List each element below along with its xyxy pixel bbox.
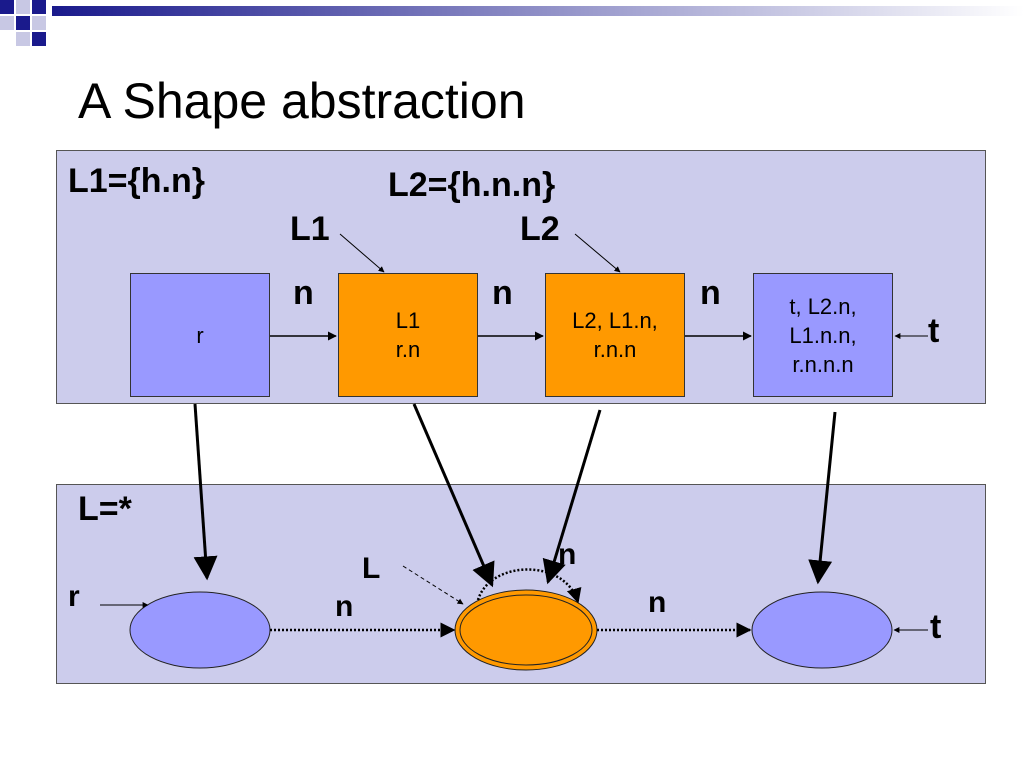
node-line: r.n.n.n <box>792 351 854 377</box>
pointer-label-l: L <box>362 552 381 585</box>
node-line: L1 <box>395 308 421 333</box>
pointer-label-l1: L1 <box>290 210 330 248</box>
map-r <box>193 403 218 581</box>
map-t <box>808 411 837 585</box>
pointer-l2 <box>574 233 621 273</box>
header-bar <box>0 0 1024 46</box>
abstract-node-summary-outline <box>459 594 593 666</box>
abstract-node-t <box>751 591 893 669</box>
page-title: A Shape abstraction <box>78 73 526 129</box>
node-line: L2, L1.n, <box>572 308 658 333</box>
heap-node-r: r <box>130 273 270 397</box>
tail-label-t-abstract: t <box>930 608 942 646</box>
abs-pointer-l <box>402 565 464 605</box>
header-squares-icon <box>0 0 46 46</box>
map-l2 <box>542 409 602 585</box>
edge-label-n-a: n <box>335 590 354 623</box>
abstract-node-summary <box>454 589 598 671</box>
edge-label-n-2: n <box>492 274 513 312</box>
tail-label-t: t <box>928 312 940 350</box>
node-line: r.n.n <box>593 337 637 362</box>
root-label-r: r <box>68 580 80 613</box>
heap-node-l2: L2, L1.n, r.n.n <box>545 273 685 397</box>
map-l1 <box>412 403 495 588</box>
abstract-node-r <box>129 591 271 669</box>
node-line: t, L2.n, <box>789 293 857 319</box>
node-line: r.n <box>395 337 421 362</box>
heap-node-l1: L1 r.n <box>338 273 478 397</box>
set-label-l1: L1={h.n} <box>68 162 205 200</box>
node-line: L1.n.n, <box>789 322 857 348</box>
edge-label-n-1: n <box>293 274 314 312</box>
heap-node-t: t, L2.n, L1.n.n, r.n.n.n <box>753 273 893 397</box>
node-line: r <box>196 322 204 348</box>
pointer-label-l2: L2 <box>520 210 560 248</box>
edge-label-n-b: n <box>648 586 667 619</box>
pointer-l1 <box>339 233 385 273</box>
abs-self-loop <box>476 568 582 604</box>
set-label-l2: L2={h.n.n} <box>388 166 556 204</box>
set-label-l: L=* <box>78 490 132 528</box>
edge-label-n-3: n <box>700 274 721 312</box>
